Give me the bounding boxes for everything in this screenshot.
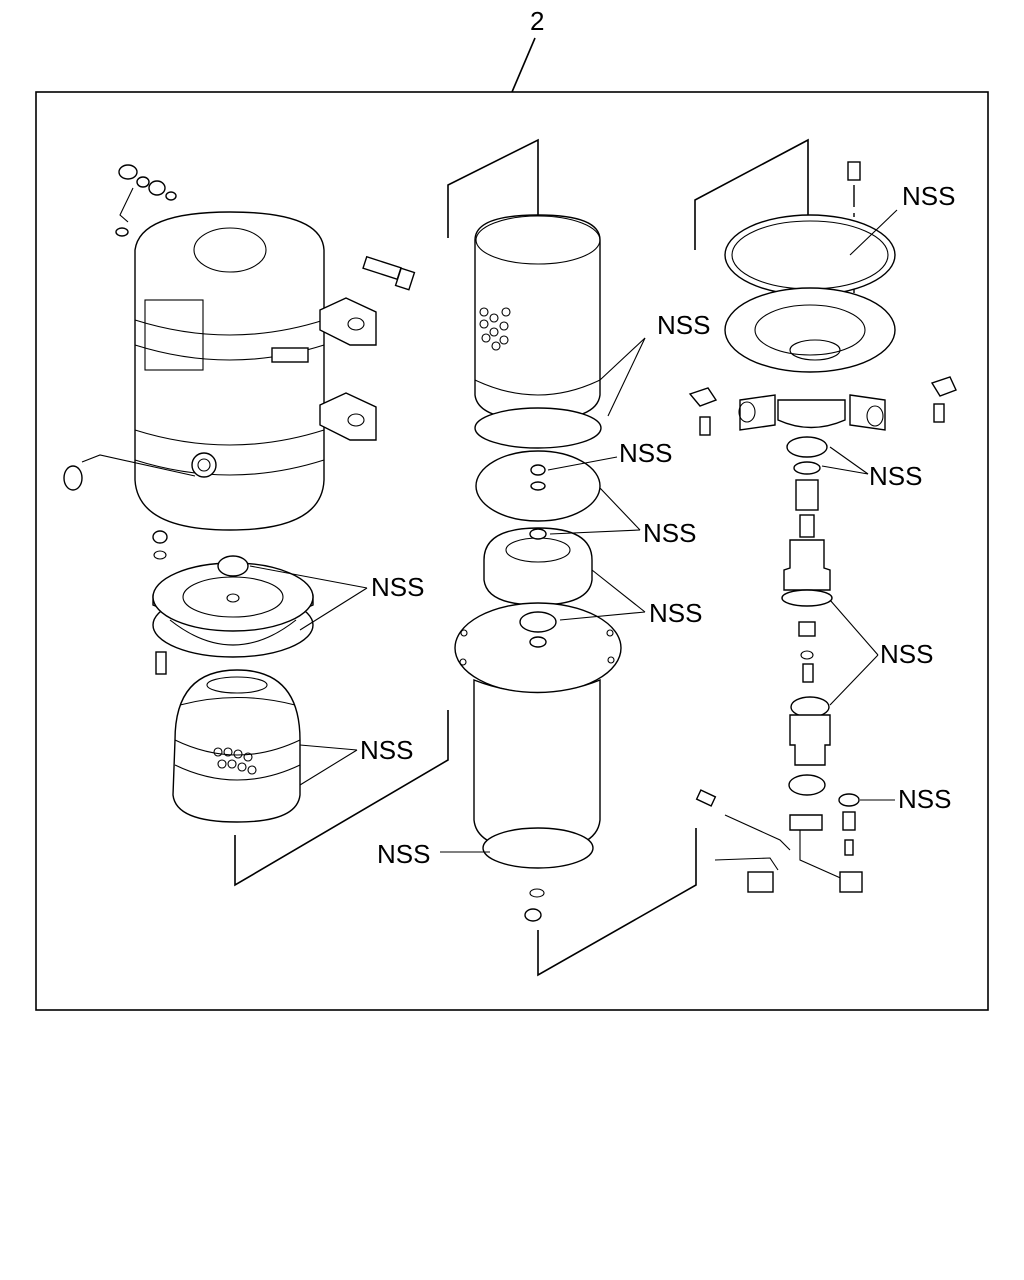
nss-label-10: NSS — [898, 784, 951, 814]
nss-label-3: NSS — [619, 438, 672, 468]
nss-label-5: NSS — [643, 518, 696, 548]
callout-leader — [511, 37, 536, 93]
nss-label-7: NSS — [649, 598, 702, 628]
nss-label-2: NSS — [657, 310, 710, 340]
left-filter-housing — [63, 164, 449, 887]
right-filter-head-assembly — [688, 138, 957, 893]
nss-label-9: NSS — [360, 735, 413, 765]
center-filter-assembly — [447, 138, 697, 977]
nss-label-11: NSS — [377, 839, 430, 869]
nss-leaders — [249, 209, 898, 853]
perforation-holes-left — [213, 747, 257, 775]
perforation-holes-center — [479, 307, 511, 351]
callout-number: 2 — [530, 6, 544, 36]
nss-label-6: NSS — [371, 572, 424, 602]
nss-label-1: NSS — [902, 181, 955, 211]
nss-label-8: NSS — [880, 639, 933, 669]
nss-label-4: NSS — [869, 461, 922, 491]
